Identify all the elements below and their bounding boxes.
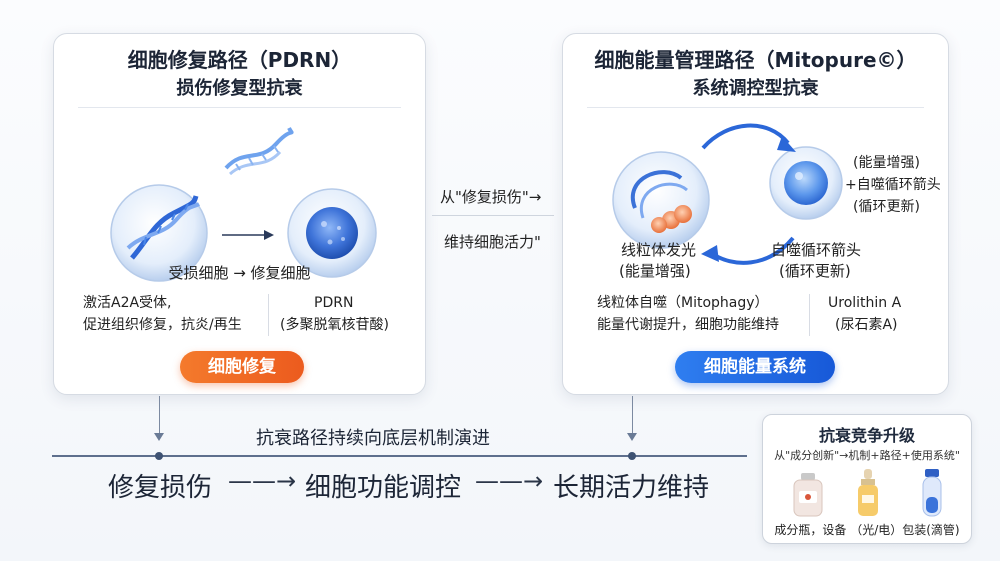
right-panel-divider bbox=[587, 107, 924, 108]
cycle-caption-line2: (循环更新) bbox=[779, 262, 851, 280]
cell-energy-badge: 细胞能量系统 bbox=[675, 351, 835, 383]
left-ingredient-name: PDRN bbox=[314, 295, 354, 311]
cell-repair-panel: 细胞修复路径（PDRN） 损伤修复型抗衰 bbox=[53, 33, 426, 395]
dna-cell-icon bbox=[110, 184, 208, 282]
upgrade-title: 抗衰竞争升级 bbox=[818, 426, 915, 445]
cycle-arrow-icon bbox=[701, 123, 796, 265]
right-connector-arrowhead bbox=[627, 433, 637, 441]
timeline-title: 抗衰路径持续向底层机制演进 bbox=[256, 428, 490, 449]
left-panel-subtitle: 损伤修复型抗衰 bbox=[176, 78, 303, 99]
left-connector bbox=[159, 396, 160, 434]
left-illustration bbox=[110, 127, 377, 282]
right-label-line2: +自噬循环箭头 bbox=[845, 177, 941, 193]
cycle-caption-line1: 自噬循环箭头 bbox=[771, 241, 862, 259]
right-desc-line2: 能量代谢提升，细胞功能维持 bbox=[597, 317, 779, 333]
left-caption: 受损细胞 → 修复细胞 bbox=[168, 264, 311, 282]
right-illustration bbox=[612, 123, 843, 265]
timeline-dot-right bbox=[628, 452, 636, 460]
energy-cell-icon bbox=[769, 146, 843, 220]
dropper-bottle-icon bbox=[858, 469, 878, 516]
repaired-cell-icon bbox=[287, 188, 377, 278]
timeline-dot-left bbox=[155, 452, 163, 460]
right-panel-subtitle: 系统调控型抗衰 bbox=[692, 78, 819, 99]
product-illustrations bbox=[793, 469, 942, 517]
timeline-axis bbox=[52, 455, 747, 457]
left-desc-line2: 促进组织修复，抗炎/再生 bbox=[83, 317, 242, 333]
upgrade-box: 抗衰竞争升级 从"成分创新"→机制+路径+使用系统" 成分瓶，设备 （光/电）包… bbox=[762, 414, 972, 544]
serum-jar-icon bbox=[793, 473, 823, 517]
left-panel-divider bbox=[78, 107, 401, 108]
dna-strand-icon bbox=[224, 127, 294, 176]
stage-arrow-2: ——→ bbox=[475, 467, 544, 495]
tube-bottle-icon bbox=[922, 469, 942, 517]
middle-divider bbox=[432, 215, 554, 216]
mitochondria-cell-icon bbox=[612, 151, 710, 249]
upgrade-subtitle: 从"成分创新"→机制+路径+使用系统" bbox=[774, 449, 960, 462]
cell-energy-panel: 细胞能量管理路径（Mitopure©） 系统调控型抗衰 bbox=[562, 33, 949, 395]
right-desc-line1: 线粒体自噬（Mitophagy） bbox=[597, 295, 769, 311]
middle-text-line1: 从"修复损伤"→ bbox=[440, 188, 542, 206]
right-panel-title: 细胞能量管理路径（Mitopure©） bbox=[594, 48, 917, 72]
left-ingredient-detail: (多聚脱氧核苷酸) bbox=[280, 317, 389, 333]
left-desc-line1: 激活A2A受体, bbox=[83, 295, 172, 311]
stage-regulation: 细胞功能调控 bbox=[305, 473, 462, 503]
stage-repair: 修复损伤 bbox=[108, 473, 213, 503]
right-ingredient-name: Urolithin A bbox=[828, 295, 902, 311]
right-label-line3: (循环更新) bbox=[853, 199, 920, 215]
left-desc-separator bbox=[268, 294, 269, 336]
cell-repair-badge: 细胞修复 bbox=[180, 351, 304, 383]
right-connector bbox=[632, 396, 633, 434]
stage-vitality: 长期活力维持 bbox=[553, 473, 710, 503]
stage-arrow-1: ——→ bbox=[228, 467, 297, 495]
upgrade-caption: 成分瓶，设备 （光/电）包装(滴管) bbox=[774, 523, 960, 537]
mito-caption-line2: (能量增强) bbox=[619, 262, 691, 280]
middle-text-line2: 维持细胞活力" bbox=[444, 233, 541, 251]
right-desc-separator bbox=[809, 294, 810, 336]
right-label-line1: (能量增强) bbox=[853, 155, 920, 171]
mito-caption-line1: 线粒体发光 bbox=[621, 241, 697, 259]
right-ingredient-detail: (尿石素A) bbox=[835, 317, 898, 333]
left-connector-arrowhead bbox=[154, 433, 164, 441]
left-panel-title: 细胞修复路径（PDRN） bbox=[127, 48, 352, 72]
